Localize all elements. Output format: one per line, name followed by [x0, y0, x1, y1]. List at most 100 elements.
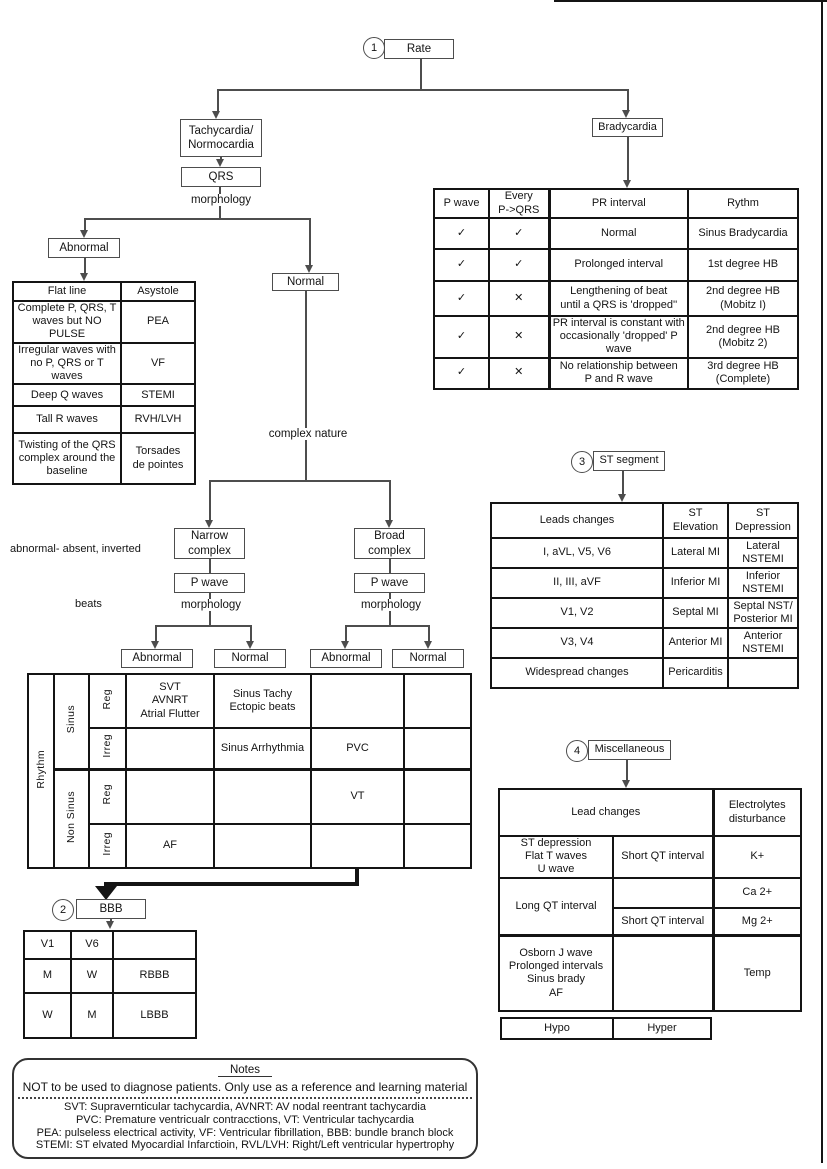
diagnosis-cell: PEA [120, 300, 196, 344]
arrow-down-icon [95, 886, 117, 900]
step-2-badge: 2 [52, 899, 74, 921]
lead-header: V1 [23, 930, 72, 960]
lead-change-cell: ST depression Flat T waves U wave [498, 835, 614, 879]
connector [250, 625, 252, 642]
bbb-cell: W [23, 992, 72, 1039]
lead-change-cell: Osborn J wave Prolonged intervals Sinus … [498, 934, 614, 1012]
check-icon: ✓ [488, 248, 550, 282]
elevation-cell: Inferior MI [662, 567, 729, 599]
page-right-border [821, 0, 823, 1163]
node-tachycardia-normocardia: Tachycardia/ Normocardia [180, 119, 262, 157]
leads-cell: II, III, aVF [490, 567, 664, 599]
rhythm-cell: 2nd degree HB (Mobitz 2) [687, 315, 799, 359]
electrolyte-cell: Ca 2+ [711, 876, 802, 909]
hyper-cell: Hyper [612, 1017, 712, 1040]
step-3-badge: 3 [571, 451, 593, 473]
connector [84, 257, 86, 274]
hypo-cell: Hypo [500, 1017, 614, 1040]
node-normal-qrs: Normal [272, 273, 339, 291]
rhythm-cell [125, 727, 215, 770]
column-header: Every P->QRS [488, 188, 550, 219]
pr-interval-cell: Normal [547, 217, 689, 250]
connector [209, 480, 390, 482]
rhythm-cell [403, 673, 472, 729]
diagnosis-cell: Torsades de pointes [120, 432, 196, 486]
node-miscellaneous: Miscellaneous [588, 740, 671, 760]
node-p-wave-broad: P wave [354, 573, 425, 593]
column-header: Leads changes [490, 502, 664, 539]
step-number: 1 [370, 42, 378, 54]
irreg-label: Irreg [88, 727, 127, 770]
connector [305, 291, 307, 480]
node-narrow-complex: Narrow complex [174, 528, 245, 559]
miscellaneous-table: Lead changes Electrolytes disturbance ST… [498, 788, 802, 1012]
column-header: PR interval [547, 188, 689, 219]
irreg-label: Irreg [88, 823, 127, 869]
connector [622, 471, 624, 495]
lead-header: V6 [70, 930, 114, 960]
leads-cell: V3, V4 [490, 627, 664, 659]
bbb-cell: M [23, 958, 72, 994]
rhythm-cell [403, 823, 472, 869]
reg-label: Reg [88, 767, 127, 825]
connector [420, 59, 422, 89]
arrow-down-icon [622, 110, 630, 118]
arrow-down-icon [80, 230, 88, 238]
node-abnormal-broad: Abnormal [310, 649, 382, 668]
hypo-hyper-table: Hypo Hyper [500, 1017, 712, 1040]
connector [220, 157, 222, 160]
rhythm-cell [310, 673, 405, 729]
arrow-down-icon [106, 921, 114, 929]
rhythm-cell [213, 767, 312, 825]
rhythm-cell: VT [310, 767, 405, 825]
arrow-down-icon [246, 641, 254, 649]
irreg-label-text: Irreg [101, 734, 114, 758]
notes-box: Notes NOT to be used to diagnose patient… [12, 1058, 478, 1159]
step-number: 3 [578, 456, 586, 468]
rhythm-cell: 2nd degree HB (Mobitz I) [687, 280, 799, 317]
arrow-down-icon [623, 180, 631, 188]
connector [209, 480, 211, 521]
arrow-down-icon [424, 641, 432, 649]
rhythm-cell: Sinus Bradycardia [687, 217, 799, 250]
elevation-cell: Anterior MI [662, 627, 729, 659]
connector [309, 218, 311, 266]
check-icon: ✓ [488, 217, 550, 250]
rhythm-cell: Sinus Tachy Ectopic beats [213, 673, 312, 729]
group-label-sinus: Sinus [53, 673, 90, 770]
label-beats-note: beats [73, 598, 104, 610]
finding-cell: Complete P, QRS, T waves but NO PULSE [12, 300, 122, 344]
group-label-text: Non Sinus [65, 790, 78, 843]
connector [84, 218, 86, 231]
pr-interval-cell: PR interval is constant with occasionall… [547, 315, 689, 359]
label-morphology: morphology [354, 599, 428, 611]
electrolyte-cell: K+ [711, 835, 802, 879]
bbb-cell: W [70, 958, 114, 994]
check-icon: ✓ [433, 280, 490, 317]
finding-cell: Tall R waves [12, 405, 122, 435]
arrow-down-icon [385, 520, 393, 528]
depression-cell: Septal NST/ Posterior MI [727, 597, 799, 629]
connector [217, 89, 629, 91]
arrow-down-icon [341, 641, 349, 649]
column-header: P wave [433, 188, 490, 219]
notes-disclaimer: NOT to be used to diagnose patients. Onl… [22, 1080, 468, 1094]
connector [428, 625, 430, 642]
leads-cell: Widespread changes [490, 657, 664, 689]
arrow-down-icon [216, 159, 224, 167]
lead-change-cell: Short QT interval [612, 835, 714, 879]
connector [85, 218, 310, 220]
lead-change-cell: Long QT interval [498, 876, 614, 937]
elevation-cell: Septal MI [662, 597, 729, 629]
diagnosis-cell: VF [120, 341, 196, 386]
arrow-down-icon [80, 273, 88, 281]
notes-divider [18, 1097, 472, 1099]
axis-label-rhythm: Rhythm [27, 673, 55, 869]
leads-cell: V1, V2 [490, 597, 664, 629]
rhythm-grid-table: Rhythm Sinus Reg SVT AVNRT Atrial Flutte… [27, 673, 472, 869]
finding-cell: Flat line [12, 281, 122, 302]
arrow-down-icon [212, 111, 220, 119]
bbb-cell: RBBB [112, 958, 197, 994]
reg-label: Reg [88, 673, 127, 729]
